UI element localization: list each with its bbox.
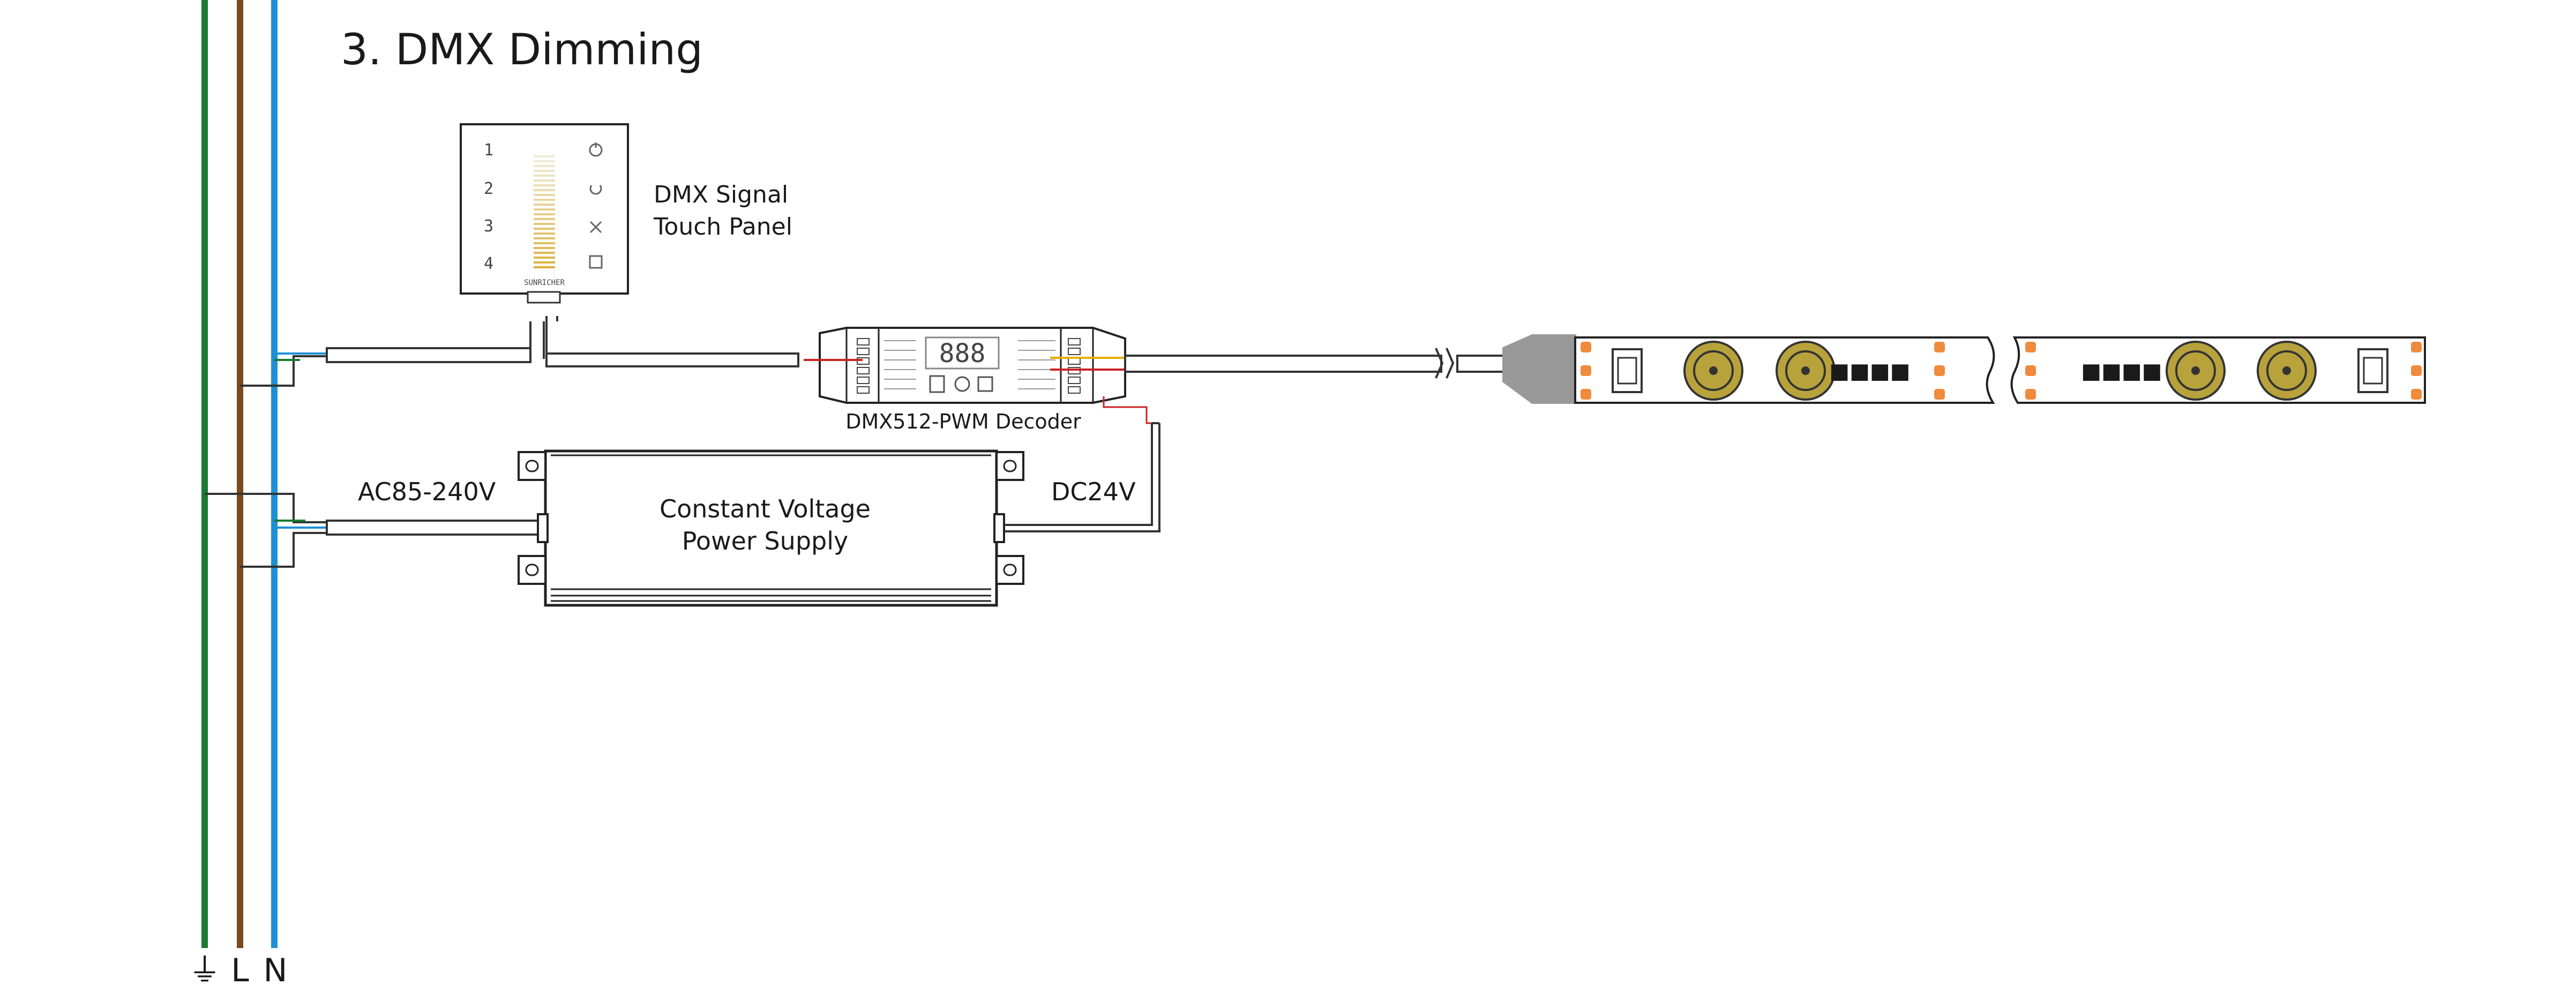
psu-input-gland [537, 513, 549, 543]
strip-connector-2-inner [2363, 357, 2383, 385]
strip-continuation-2: ■■■■ [2081, 359, 2162, 384]
panel-button-4: 4 [484, 254, 493, 273]
panel-connector [527, 291, 561, 304]
signal-cable [326, 316, 799, 367]
solder-pad [1581, 389, 1591, 400]
earth-label: ⏚ [189, 952, 221, 989]
panel-slider [534, 155, 555, 268]
strip-pads-left [2025, 342, 2036, 400]
strip-connector-1-inner [1617, 357, 1637, 385]
solder-pad [2411, 389, 2422, 400]
led-chip-ring [2175, 350, 2216, 391]
psu-mounting-ears [518, 451, 1024, 585]
psu-label-2: Power Supply [682, 527, 848, 555]
solder-pad [1581, 342, 1591, 352]
output-cable [1124, 334, 1576, 404]
solder-pad [1934, 342, 1945, 352]
led-strip-segment-2: ■■■■ [2010, 336, 2426, 404]
touch-panel-label-2: Touch Panel [653, 213, 792, 241]
panel-brand: SUNRICHER [524, 279, 565, 287]
neutral-label: N [264, 952, 288, 989]
terminal-slot [857, 377, 870, 384]
decoder-label: DMX512-PWM Decoder [845, 410, 1081, 433]
psu-output-gland [993, 513, 1005, 543]
solder-pad [2411, 342, 2422, 352]
square-icon [589, 255, 603, 269]
decoder-button-down [977, 376, 993, 392]
solder-pad [1934, 365, 1945, 376]
mains-labels: ⏚ L N [189, 952, 287, 989]
psu-output-cable [1004, 422, 1160, 532]
panel-button-2: 2 [484, 179, 493, 198]
psu-input-label: AC85-240V [358, 477, 496, 506]
terminal-slot [857, 348, 870, 355]
terminal-slot [1068, 338, 1081, 345]
strip-pads-left [1581, 342, 1591, 400]
terminal-slot [857, 386, 870, 394]
led-strip-segment-1: ■■■■ [1574, 336, 1995, 404]
decoder-display [925, 336, 1000, 370]
psu-label-1: Constant Voltage [660, 494, 871, 523]
solder-pad [2025, 365, 2036, 376]
decoder-power-red [1103, 396, 1153, 424]
solder-pad [1934, 389, 1945, 400]
terminal-slot [1068, 386, 1081, 394]
terminal-slot [857, 367, 870, 374]
psu-ear-slot [525, 563, 539, 576]
arc-icon [589, 185, 602, 195]
strip-pads-right [2411, 342, 2422, 400]
power-supply: Constant Voltage Power Supply [518, 449, 1024, 607]
led-chip-dot [1709, 366, 1718, 375]
dmx-decoder: 888 [804, 327, 1153, 424]
solder-pad [2411, 365, 2422, 376]
decoder-display-digits: 888 [939, 339, 986, 369]
led-chip-ring [2266, 350, 2307, 391]
terminal-slot [1068, 348, 1081, 355]
diagram-title: 3. DMX Dimming [341, 25, 703, 74]
decoder-button-m [929, 375, 945, 393]
psu-body [544, 449, 998, 607]
psu-ear-slot [1003, 460, 1017, 472]
solder-pad [1581, 365, 1591, 376]
panel-button-1: 1 [484, 141, 493, 160]
solder-pad [2025, 342, 2036, 352]
psu-ear-slot [525, 460, 539, 472]
decoder-terminals [857, 338, 1081, 394]
mains-wires [201, 0, 278, 948]
cross-icon [589, 221, 602, 234]
terminal-slot [1068, 377, 1081, 384]
panel-button-3: 3 [484, 217, 493, 236]
solder-pad [2025, 389, 2036, 400]
psu-tap [205, 493, 327, 568]
touch-panel-label-1: DMX Signal [654, 181, 788, 208]
psu-ear-slot [1003, 563, 1017, 576]
led-chip-ring [1693, 350, 1734, 391]
terminal-slot [857, 338, 870, 345]
strip-continuation-1: ■■■■ [1829, 359, 1910, 384]
strip-pads-right [1934, 342, 1945, 400]
touch-panel: 1 2 3 4 SUNRICHER [460, 123, 629, 304]
led-chip-ring [1785, 350, 1826, 391]
psu-output-label: DC24V [1051, 477, 1136, 506]
psu-input-cable [326, 520, 540, 536]
touch-panel-tap [240, 352, 327, 387]
line-label: L [231, 952, 249, 989]
led-chip-dot [2191, 366, 2200, 375]
decoder-button-up [954, 376, 970, 392]
led-chip-dot [2282, 366, 2291, 375]
led-chip-dot [1801, 366, 1810, 375]
